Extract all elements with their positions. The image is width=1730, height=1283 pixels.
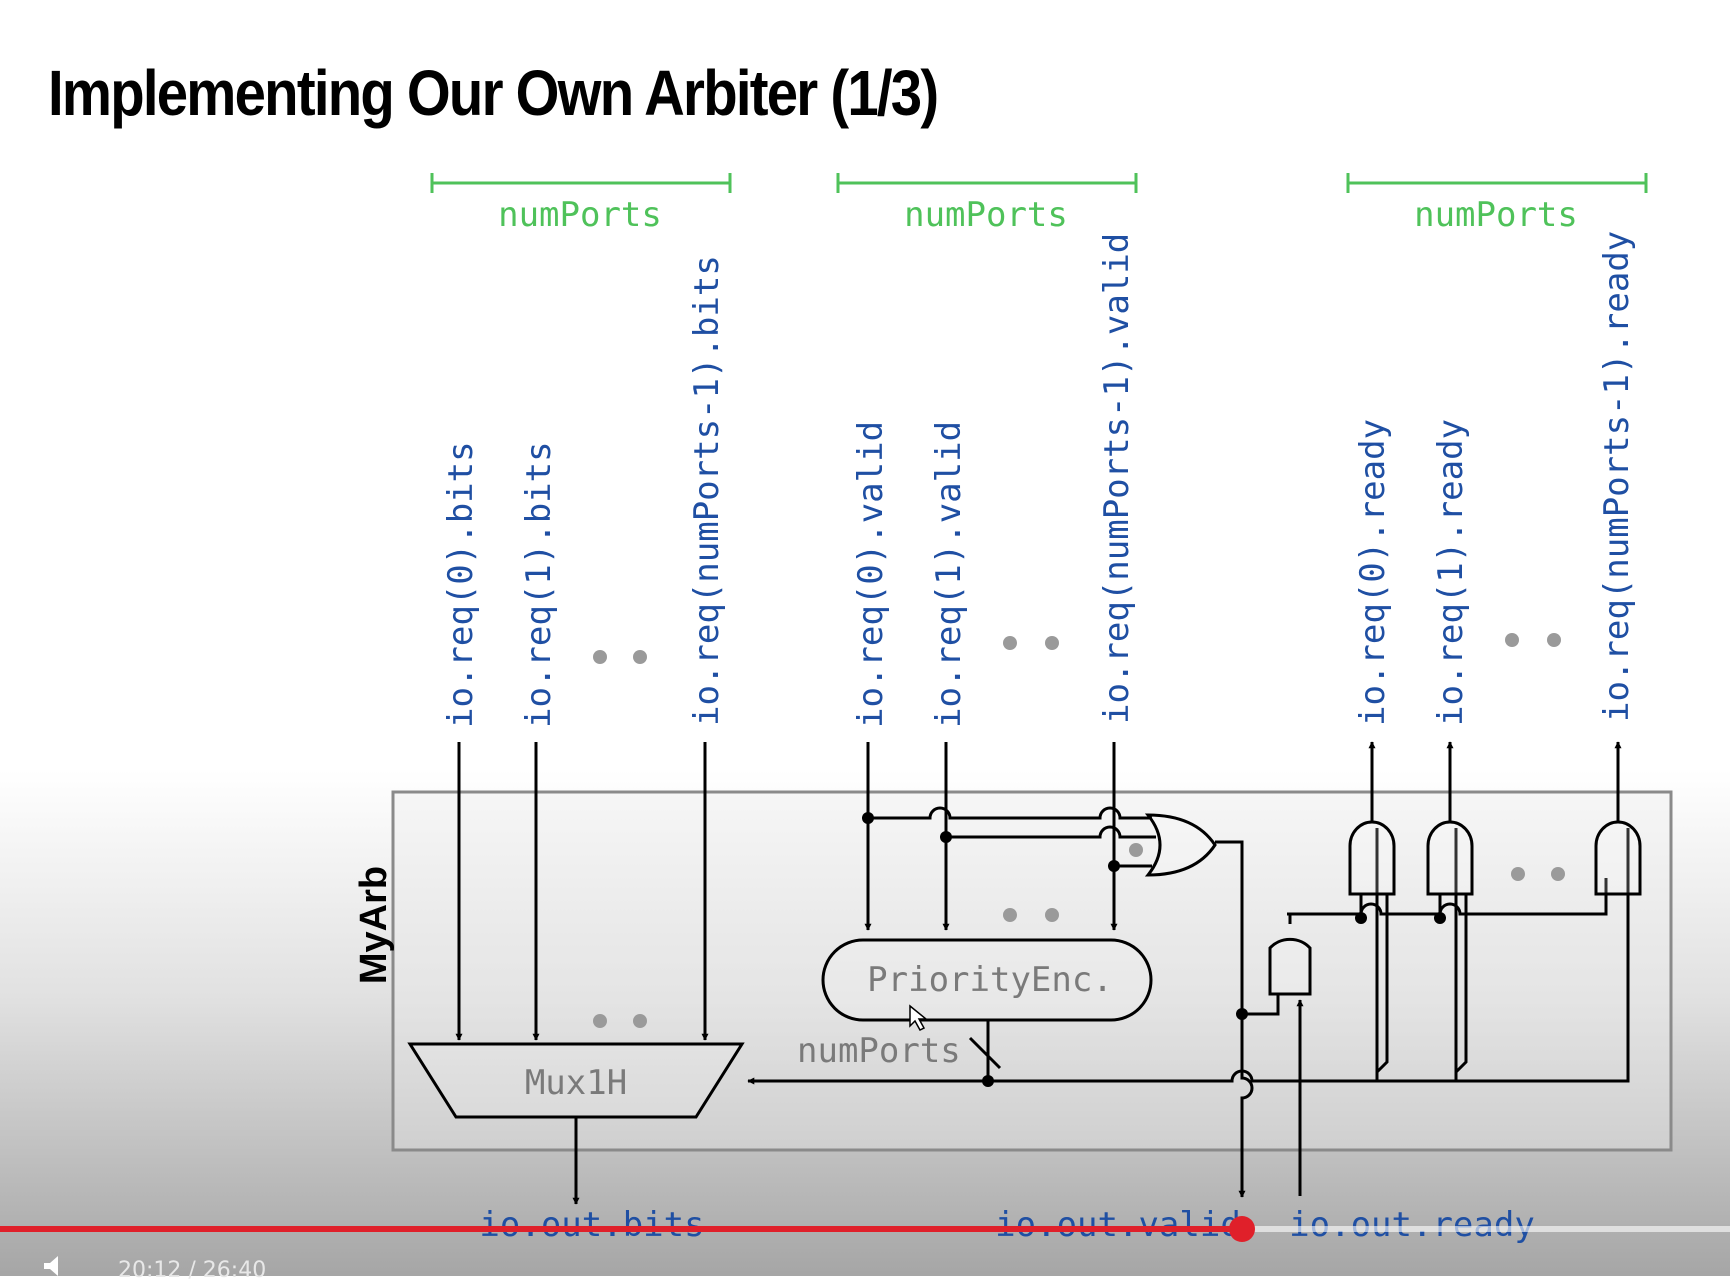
label-out-ready: io.out.ready	[1289, 1205, 1535, 1245]
label-reqN-bits: io.req(numPorts-1).bits	[687, 255, 727, 726]
mux1h-label: Mux1H	[525, 1063, 627, 1103]
progress-scrubber-knob[interactable]	[1229, 1216, 1256, 1242]
progress-played	[0, 1226, 1243, 1232]
label-req0-ready: io.req(0).ready	[1353, 419, 1393, 726]
bus-width-slash	[968, 1036, 1002, 1070]
module-box	[391, 790, 1673, 1152]
width-bracket-bits	[430, 173, 732, 193]
or-gate	[1144, 813, 1217, 877]
and-handshake-in-valid	[1242, 994, 1280, 1016]
label-req1-valid: io.req(1).valid	[929, 421, 969, 728]
video-player-bar: 20:12 / 26:40	[0, 1216, 1730, 1283]
and-gate-handshake	[1268, 937, 1312, 996]
mux1h-block	[407, 1042, 745, 1119]
width-label-bits: numPorts	[498, 195, 662, 235]
width-bracket-ready	[1346, 173, 1648, 193]
one-hot-bus	[988, 828, 1630, 1083]
and-gate-ready-N	[1594, 820, 1642, 896]
label-req1-bits: io.req(1).bits	[519, 441, 559, 728]
width-bracket-valid	[836, 173, 1138, 193]
label-req1-ready: io.req(1).ready	[1431, 419, 1471, 726]
label-reqN-valid: io.req(numPorts-1).valid	[1097, 233, 1137, 724]
and-gate-ready-1	[1426, 820, 1474, 896]
label-req0-bits: io.req(0).bits	[441, 441, 481, 728]
bits-input-wires	[455, 742, 709, 1041]
time-readout: 20:12 / 26:40	[118, 1258, 267, 1283]
ellipsis-dots	[593, 633, 1565, 1028]
and-gate-ready-0	[1348, 820, 1396, 896]
progress-track[interactable]	[0, 1216, 1730, 1242]
ready-gate-inputs	[1359, 894, 1630, 1074]
label-reqN-ready: io.req(numPorts-1).ready	[1597, 231, 1637, 722]
or-input-wires	[868, 806, 1156, 868]
width-label-valid: numPorts	[904, 195, 1068, 235]
label-out-bits: io.out.bits	[479, 1205, 704, 1245]
label-out-valid: io.out.valid	[995, 1205, 1241, 1245]
slide-title: Implementing Our Own Arbiter (1/3)	[48, 57, 939, 129]
or-out-wire	[1215, 840, 1254, 1198]
screen-vignette	[0, 770, 1730, 1276]
bus-width-label: numPorts	[797, 1031, 961, 1071]
volume-icon[interactable]	[44, 1256, 74, 1276]
module-label: MyArb	[353, 866, 395, 984]
priority-encoder-label: PriorityEnc.	[867, 960, 1113, 1000]
mouse-cursor	[909, 1004, 929, 1031]
width-label-ready: numPorts	[1414, 195, 1578, 235]
label-req0-valid: io.req(0).valid	[851, 421, 891, 728]
ready-output-wires	[1368, 741, 1622, 822]
